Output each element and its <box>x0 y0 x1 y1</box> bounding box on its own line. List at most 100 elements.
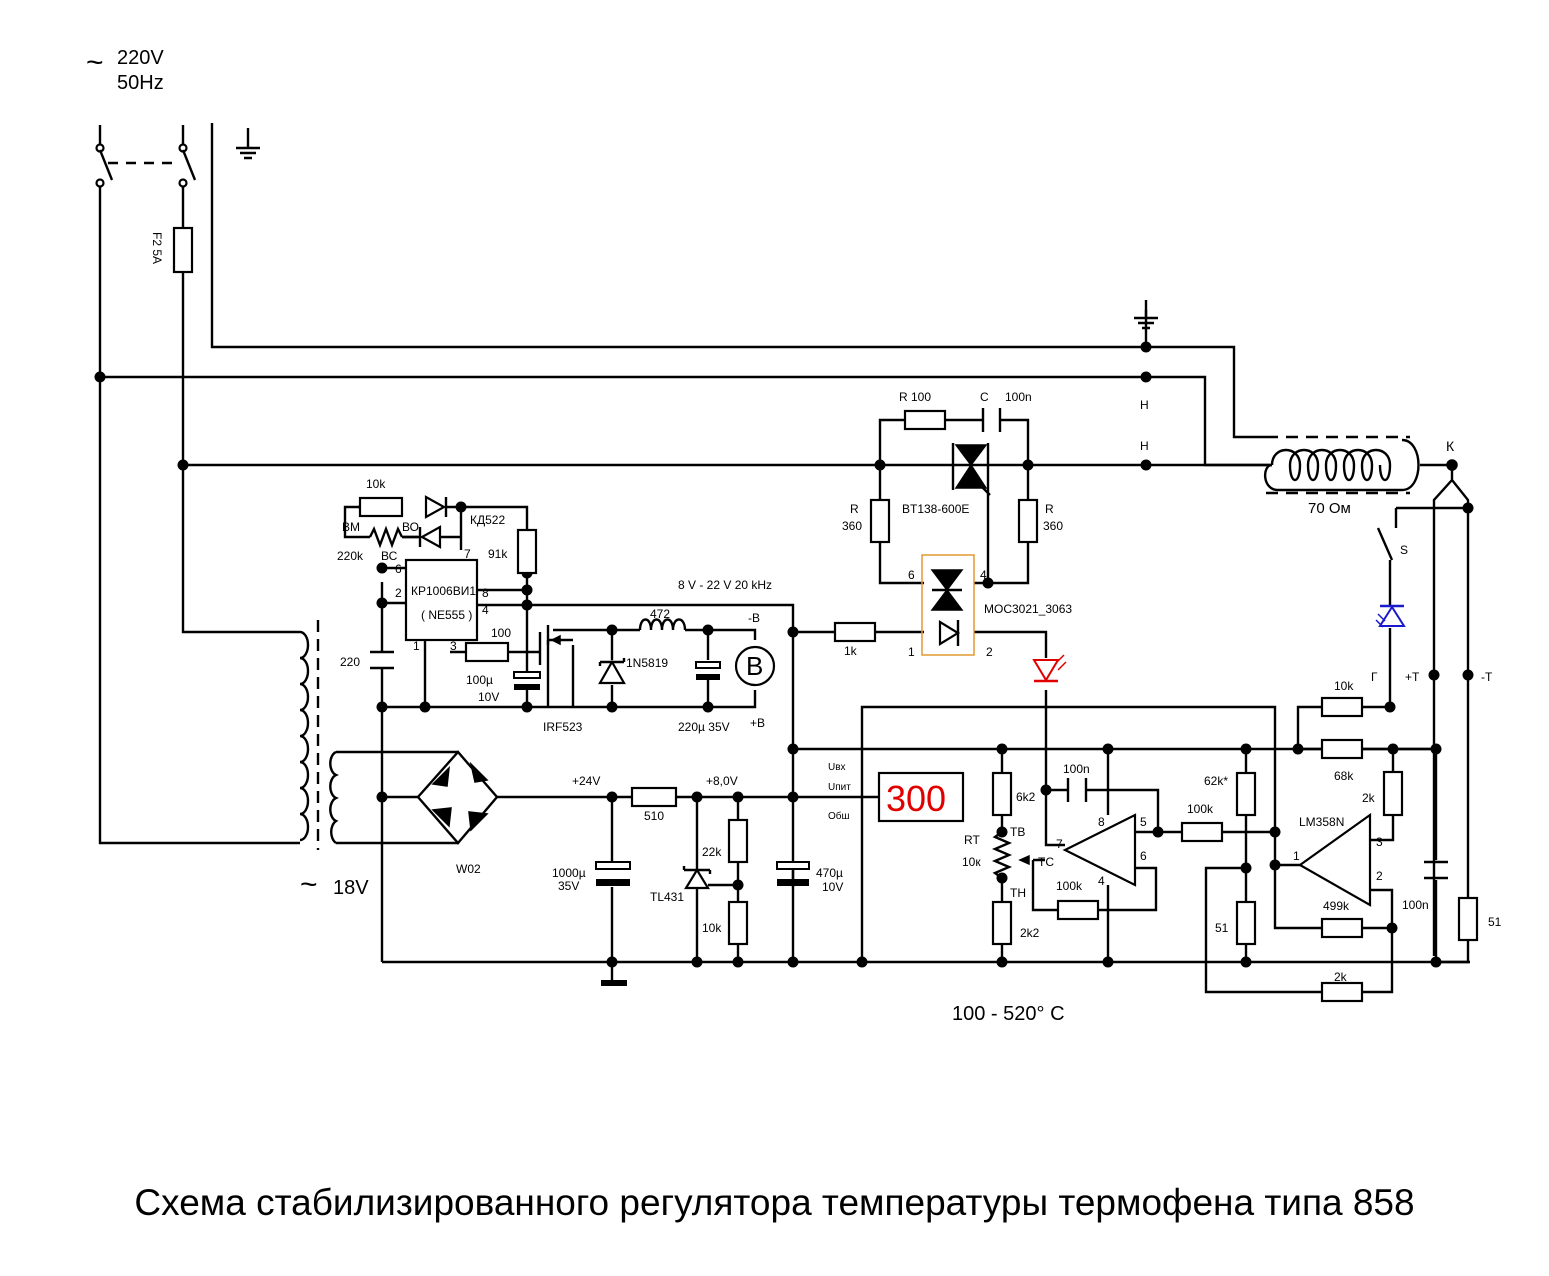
lbl-r360r: R <box>1045 502 1054 516</box>
ground-block <box>601 980 627 986</box>
junction-dot <box>419 701 431 713</box>
capacitor-100n-fb <box>1066 778 1088 802</box>
junction-dot <box>1140 459 1152 471</box>
resistor-2k-bottom <box>1320 981 1364 1003</box>
lbl-470u-v: 10V <box>822 880 843 894</box>
lbl-1000u-v: 35V <box>558 879 579 893</box>
thermocouple-rt <box>991 831 1030 879</box>
lbl-triac: BT138-600E <box>902 502 969 516</box>
junction-dot <box>1240 862 1252 874</box>
junction-dot <box>606 701 618 713</box>
lbl-kd522: КД522 <box>470 513 505 527</box>
lbl-472: 472 <box>650 607 670 621</box>
junction-dot <box>1102 743 1114 755</box>
lbl-opto-6: 6 <box>908 568 915 582</box>
junction-dot <box>996 743 1008 755</box>
inductor-472 <box>638 618 687 631</box>
lbl-tl431: TL431 <box>650 890 684 904</box>
lbl-opto-2: 2 <box>986 645 993 659</box>
lbl-lm358: LM358N <box>1299 815 1344 829</box>
shunt-tl431 <box>682 866 712 890</box>
lbl-phase2: Н <box>1140 439 1149 453</box>
junction-dot <box>1386 922 1398 934</box>
lbl-op-p4: 4 <box>1098 874 1105 888</box>
lbl-62k: 62k* <box>1204 774 1228 788</box>
lbl-r360l-v: 360 <box>842 519 862 533</box>
opamp-2 <box>1297 812 1372 907</box>
lbl-51-right: 51 <box>1488 915 1502 929</box>
lbl-100-gate: 100 <box>491 626 511 640</box>
lbl-2k-right: 2k <box>1362 791 1376 805</box>
secondary-voltage: 18V <box>333 877 369 899</box>
lbl-k: К <box>1446 438 1455 454</box>
lbl-op-p8: 8 <box>1098 815 1105 829</box>
lbl-68k: 68k <box>1334 769 1354 783</box>
capacitor-220u <box>695 661 721 680</box>
lbl-p7: 7 <box>464 547 471 561</box>
junction-dot <box>996 956 1008 968</box>
lbl-r360r-v: 360 <box>1043 519 1063 533</box>
lbl-irf: IRF523 <box>543 720 583 734</box>
junction-dot <box>1152 826 1164 838</box>
junction-dot <box>1240 956 1252 968</box>
lbl-100n: 100n <box>1005 390 1032 404</box>
lbl-obsh: Обш <box>828 810 850 822</box>
led-red <box>1032 654 1067 683</box>
capacitor-470u <box>776 861 810 886</box>
ground-icon <box>236 128 260 160</box>
lbl-8v: +8,0V <box>706 774 738 788</box>
junction-dot <box>376 597 388 609</box>
resistor-62k <box>1235 771 1257 817</box>
bridge-rectifier <box>416 750 499 845</box>
junction-dot <box>732 791 744 803</box>
fuse <box>172 226 194 274</box>
secondary-tilde: ~ <box>300 868 318 901</box>
capacitor-1000u <box>595 861 631 886</box>
junction-dot <box>691 956 703 968</box>
lbl-24v: +24V <box>572 774 600 788</box>
junction-dot <box>1269 859 1281 871</box>
lbl-freq: 8 V - 22 V 20 kHz <box>678 578 772 592</box>
lbl-p4: 4 <box>482 603 489 617</box>
resistor-10k-g <box>1320 696 1364 718</box>
lbl-op-p6: 6 <box>1140 849 1147 863</box>
led-blue <box>1375 604 1406 628</box>
junction-dot <box>1428 669 1440 681</box>
resistor-51-right <box>1457 896 1479 942</box>
junction-dot <box>1430 743 1442 755</box>
ic-ne555 <box>404 558 479 642</box>
junction-dot <box>702 701 714 713</box>
junction-dot <box>1384 701 1396 713</box>
junction-dot <box>521 584 533 596</box>
junction-dot <box>376 562 388 574</box>
lbl-upit: Uпит <box>828 782 851 793</box>
resistor-51-left <box>1235 900 1257 946</box>
resistor-r100 <box>903 409 947 431</box>
lbl-510: 510 <box>644 809 664 823</box>
lbl-470u: 470µ <box>816 866 843 880</box>
junctions <box>94 341 1474 968</box>
resistor-499k <box>1320 917 1364 939</box>
lbl-1n5819: 1N5819 <box>626 656 668 670</box>
resistor-100-gate <box>464 641 510 663</box>
lbl-10k-top: 10k <box>366 477 386 491</box>
lbl-op-p5: 5 <box>1140 815 1147 829</box>
lbl-rt-v: 10к <box>962 855 981 869</box>
junction-dot <box>702 624 714 636</box>
diode-1n5819 <box>598 658 626 685</box>
junction-dot <box>1040 784 1052 796</box>
lbl-r360l: R <box>850 502 859 516</box>
junction-dot <box>691 791 703 803</box>
lbl-220k: 220k <box>337 549 364 563</box>
lbl-rt: RT <box>964 833 980 847</box>
junction-dot <box>455 501 467 513</box>
junction-dot <box>732 956 744 968</box>
lbl-fan-plus: +B <box>750 716 765 730</box>
capacitor-220 <box>370 650 394 670</box>
lbl-220u: 220µ 35V <box>678 720 730 734</box>
lbl-499k: 499k <box>1323 899 1350 913</box>
junction-dot <box>521 701 533 713</box>
lbl-ic555-2: ( NE555 ) <box>421 608 472 622</box>
ground-icon <box>1134 300 1158 330</box>
